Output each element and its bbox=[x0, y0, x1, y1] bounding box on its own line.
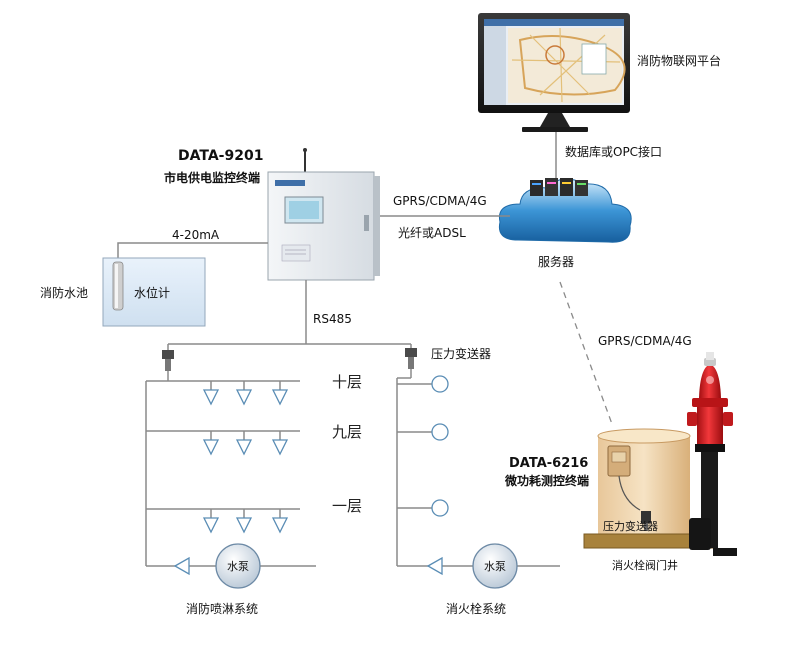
pool-label: 消防水池 bbox=[40, 285, 88, 300]
platform-label: 消防物联网平台 bbox=[637, 53, 721, 68]
hydrant-pump bbox=[472, 543, 518, 589]
sprinkler-title: 消防喷淋系统 bbox=[186, 601, 258, 616]
signal-label: 4-20mA bbox=[172, 228, 220, 242]
level-gauge bbox=[112, 261, 124, 311]
hydrant-flow-arrow bbox=[426, 556, 443, 576]
top-link-label2: 光纤或ADSL bbox=[398, 226, 466, 240]
fire-hydrant bbox=[687, 352, 737, 556]
well-transmitter-label: 压力变送器 bbox=[603, 519, 658, 533]
db-link-label: 数据库或OPC接口 bbox=[565, 144, 662, 159]
hydrant-piping bbox=[396, 377, 560, 567]
terminal2-model: DATA-6216 bbox=[509, 456, 588, 471]
hydrant-pump-label: 水泵 bbox=[484, 560, 506, 573]
hydrant-title: 消火栓系统 bbox=[446, 601, 506, 616]
floor-10-label: 十层 bbox=[332, 373, 362, 391]
server-rack bbox=[530, 178, 588, 196]
sprinkler-transmitter bbox=[162, 344, 174, 381]
server-cloud bbox=[498, 178, 632, 243]
server-label: 服务器 bbox=[538, 254, 574, 269]
wireless-link-label: GPRS/CDMA/4G bbox=[598, 334, 692, 348]
signal-line bbox=[117, 242, 268, 262]
sprinkler-heads bbox=[202, 389, 289, 534]
gauge-label: 水位计 bbox=[134, 285, 170, 300]
well-label: 消火栓阀门井 bbox=[612, 558, 678, 572]
sprinkler-piping bbox=[145, 380, 316, 567]
floor-1-label: 一层 bbox=[332, 497, 362, 515]
sprinkler-flow-arrow bbox=[173, 556, 190, 576]
well-transmitter bbox=[641, 511, 651, 531]
terminal1-model: DATA-9201 bbox=[178, 148, 263, 164]
rs485-label: RS485 bbox=[313, 312, 352, 326]
terminal2-device bbox=[607, 445, 641, 511]
platform-monitor bbox=[478, 13, 630, 132]
sprinkler-pump-label: 水泵 bbox=[227, 560, 249, 573]
hydrant-transmitter-label: 压力变送器 bbox=[431, 346, 491, 361]
terminal1-name: 市电供电监控终端 bbox=[164, 170, 260, 185]
top-link-label1: GPRS/CDMA/4G bbox=[393, 194, 487, 208]
terminal1-cabinet bbox=[267, 148, 380, 281]
floor-9-label: 九层 bbox=[332, 423, 362, 441]
hydrant-transmitter bbox=[405, 344, 417, 378]
hydrant-outlets bbox=[431, 375, 449, 517]
wireless-link-line bbox=[559, 281, 613, 425]
sprinkler-pump bbox=[215, 543, 261, 589]
terminal2-name: 微功耗测控终端 bbox=[504, 473, 589, 488]
